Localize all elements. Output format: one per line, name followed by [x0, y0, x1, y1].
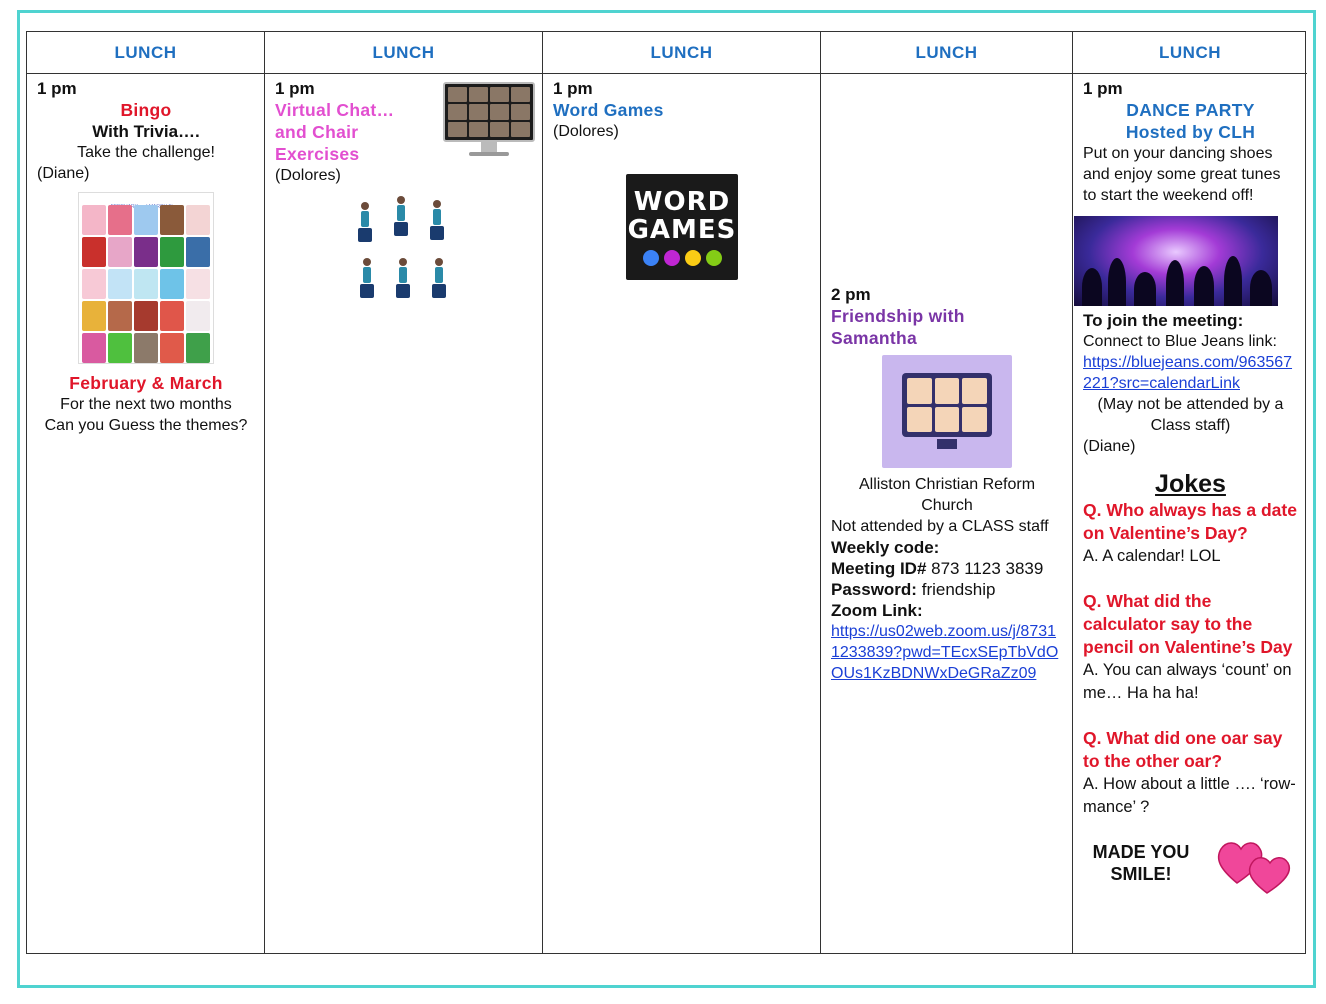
event-time: 1 pm	[1083, 79, 1123, 98]
joke-answer-1: A. A calendar! LOL	[1083, 547, 1221, 565]
event-host: (Diane)	[37, 165, 90, 182]
theme-title: February & March	[69, 373, 223, 393]
event-description: Take the challenge!	[77, 144, 215, 161]
staff-note: (May not be attended by a Class staff)	[1097, 396, 1284, 434]
password-value: friendship	[921, 580, 996, 599]
meeting-id-label: Meeting ID#	[831, 559, 927, 578]
day-column-2: LUNCH 1 pm Virtual Chat… and Chair Exerc…	[265, 32, 543, 953]
logo-dot-1	[642, 250, 659, 266]
event-title-line-1: DANCE PARTY	[1126, 100, 1255, 120]
joke-question-1: Q. Who always has a date on Valentine’s …	[1083, 500, 1297, 543]
hearts-icon	[1217, 842, 1290, 894]
theme-line-1: For the next two months	[60, 396, 232, 413]
word-games-logo: WORD GAMES	[626, 174, 738, 280]
event-title-line-2: and Chair	[275, 122, 359, 142]
logo-dot-3	[684, 250, 701, 266]
event-title-line-1: Virtual Chat…	[275, 100, 395, 120]
event-title-line-2: Samantha	[831, 328, 918, 348]
church-line-1: Alliston Christian Reform	[858, 476, 1036, 493]
weekly-code-label: Weekly code:	[831, 538, 940, 557]
event-host: (Dolores)	[553, 123, 619, 140]
made-you-line-1: MADE YOU	[1092, 842, 1190, 862]
logo-line-1: WORD	[633, 187, 731, 217]
column-header: LUNCH	[543, 32, 820, 74]
theme-line-2: Can you Guess the themes?	[44, 417, 248, 434]
join-instruction: Connect to Blue Jeans link:	[1083, 333, 1277, 350]
bluejeans-link[interactable]: https://bluejeans.com/963567221?src=cale…	[1083, 354, 1293, 392]
bingo-card-heading: FEBRUARY and MARCH Bingo	[82, 197, 210, 210]
joke-question-2: Q. What did the calculator say to the pe…	[1083, 591, 1293, 657]
joke-answer-2: A. You can always ‘count’ on me… Ha ha h…	[1083, 661, 1292, 702]
password-label: Password:	[831, 580, 917, 599]
event-time: 2 pm	[831, 285, 871, 304]
church-line-2: Church	[921, 497, 973, 514]
logo-dot-2	[663, 250, 680, 266]
video-call-illustration	[882, 355, 1012, 468]
video-call-monitor-image	[443, 82, 535, 160]
event-host: (Dolores)	[275, 167, 341, 184]
joke-question-3: Q. What did one oar say to the other oar…	[1083, 728, 1283, 771]
jokes-heading: Jokes	[1155, 470, 1226, 498]
join-heading: To join the meeting:	[1083, 311, 1244, 330]
joke-answer-3: A. How about a little …. ‘row-mance’ ?	[1083, 775, 1296, 816]
made-you-smile-text: MADE YOU SMILE!	[1081, 841, 1201, 885]
page-border	[17, 10, 1316, 988]
logo-dots	[642, 250, 722, 266]
column-header: LUNCH	[27, 32, 264, 74]
event-title-line-1: Friendship with	[831, 306, 965, 326]
logo-dot-4	[705, 250, 722, 266]
calendar-grid: LUNCH 1 pm Bingo With Trivia…. Take the …	[26, 31, 1307, 954]
zoom-link[interactable]: https://us02web.zoom.us/j/87311233839?pw…	[831, 623, 1059, 682]
logo-line-2: GAMES	[627, 215, 737, 245]
column-header: LUNCH	[1073, 32, 1307, 74]
day-column-5: LUNCH 1 pm DANCE PARTY Hosted by CLH Put…	[1073, 32, 1307, 953]
event-title: Word Games	[553, 100, 664, 120]
dance-party-image	[1074, 216, 1278, 306]
zoom-link-label: Zoom Link:	[831, 601, 923, 620]
day-column-3: LUNCH 1 pm Word Games (Dolores) WORD GAM…	[543, 32, 821, 953]
bingo-card-image: FEBRUARY and MARCH Bingo	[78, 192, 214, 364]
event-title: Bingo	[120, 100, 172, 120]
column-header: LUNCH	[821, 32, 1072, 74]
meeting-id-value: 873 1123 3839	[931, 559, 1044, 578]
event-time: 1 pm	[553, 79, 593, 98]
event-title-line-3: Exercises	[275, 144, 360, 164]
chair-exercise-image	[354, 196, 454, 311]
day-column-4: LUNCH 2 pm Friendship with Samantha Alli…	[821, 32, 1073, 953]
made-you-line-2: SMILE!	[1110, 864, 1172, 884]
event-subtitle: With Trivia….	[92, 122, 200, 141]
event-description: Put on your dancing shoes and enjoy some…	[1083, 145, 1281, 204]
event-host: (Diane)	[1083, 438, 1136, 455]
event-time: 1 pm	[275, 79, 315, 98]
event-title-line-2: Hosted by CLH	[1125, 122, 1256, 142]
column-header: LUNCH	[265, 32, 542, 74]
day-column-1: LUNCH 1 pm Bingo With Trivia…. Take the …	[27, 32, 265, 953]
event-time: 1 pm	[37, 79, 77, 98]
staff-note: Not attended by a CLASS staff	[831, 518, 1049, 535]
